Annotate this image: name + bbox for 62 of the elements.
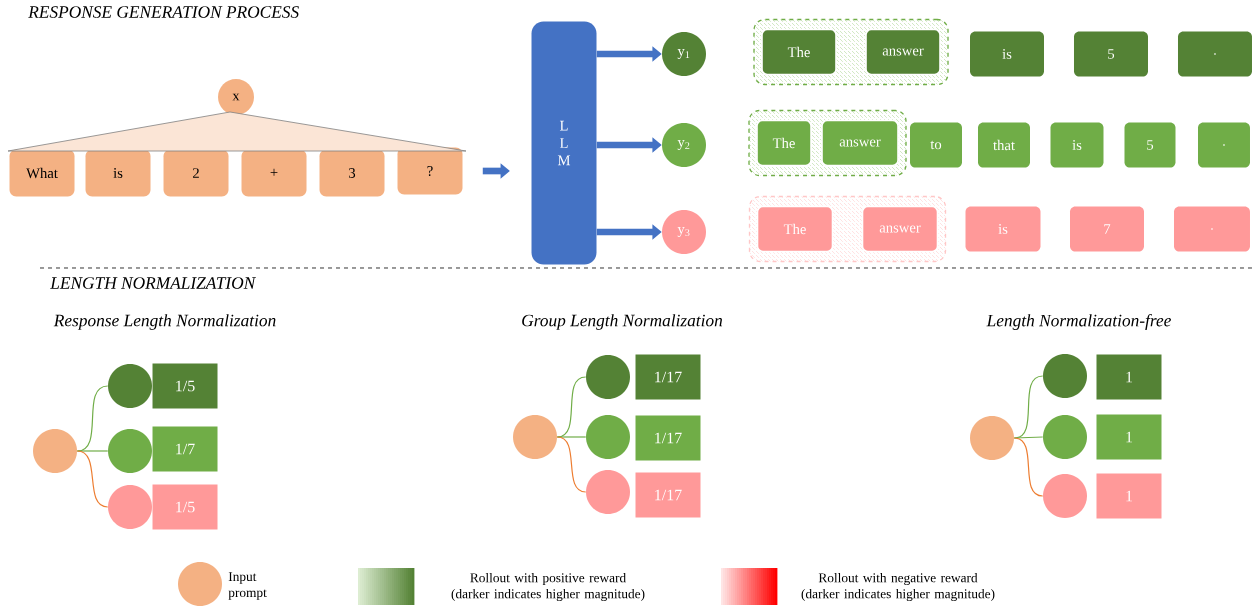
rollout-circle <box>586 355 630 399</box>
weight-box: 1/17 <box>635 415 701 461</box>
weight-box: 1/17 <box>635 472 701 518</box>
token-box: is <box>1050 122 1104 168</box>
token-box: is <box>965 206 1041 252</box>
token-group-box <box>748 195 947 263</box>
token-box: 5 <box>1074 31 1148 77</box>
token-box: What <box>9 149 75 197</box>
token-box: answer <box>861 205 939 253</box>
rollout-circle <box>1043 415 1087 459</box>
model-box: L L M <box>531 21 597 265</box>
rollout-circle <box>108 364 152 408</box>
token-box: to <box>910 122 962 168</box>
rollout-circle <box>586 470 630 514</box>
token-box: that <box>978 122 1030 168</box>
token-group-box <box>753 18 949 86</box>
rollout-circle <box>108 429 152 473</box>
span-triangle <box>7 111 467 152</box>
subheading: Group Length Normalization <box>522 314 723 330</box>
subheading: Response Length Normalization <box>53 314 276 330</box>
root-circle <box>33 429 77 473</box>
weight-box: 1 <box>1096 473 1162 519</box>
branch-line <box>556 436 587 438</box>
section-heading: RESPONSE GENERATION PROCESS <box>28 6 299 18</box>
token-box: The <box>756 119 812 167</box>
token-box: is <box>85 149 151 197</box>
subheading: Length Normalization-free <box>986 314 1171 330</box>
legend-label: Input prompt <box>228 572 267 600</box>
token-box: 7 <box>1070 206 1144 252</box>
rollout-circle <box>108 485 152 529</box>
rollout-circle <box>1043 474 1087 518</box>
token-box: 2 <box>163 149 229 197</box>
token-box: . <box>1198 122 1250 168</box>
weight-box: 1/17 <box>635 354 701 400</box>
weight-box: 1/7 <box>152 426 218 472</box>
section-heading: LENGTH NORMALIZATION <box>50 277 257 289</box>
token-group-box <box>748 109 907 177</box>
token-box: The <box>761 28 837 76</box>
weight-box: 1/5 <box>152 484 218 530</box>
token-box: . <box>1178 31 1252 77</box>
weight-box: 1 <box>1096 354 1162 400</box>
token-box: + <box>241 149 307 197</box>
branch-line <box>556 436 587 493</box>
rollout-circle <box>1043 354 1087 398</box>
token-box: . <box>1174 206 1250 252</box>
weight-box: 1/5 <box>152 363 218 409</box>
token-box: 5 <box>1124 122 1176 168</box>
branch-line <box>1013 436 1044 439</box>
token-box: is <box>970 31 1044 77</box>
token-box: The <box>756 205 834 253</box>
branch-line <box>76 450 109 452</box>
token-box: answer <box>865 28 941 76</box>
branch-line <box>76 450 109 508</box>
root-circle <box>513 415 557 459</box>
branch-line <box>1013 437 1044 497</box>
weight-box: 1 <box>1096 414 1162 460</box>
token-box: 3 <box>319 149 385 197</box>
rollout-circle <box>586 415 630 459</box>
legend-label: Rollout with negative reward (darker indicates higher magnitude) <box>801 572 995 602</box>
token-box: answer <box>821 119 899 167</box>
legend-label: Rollout with positive reward (darker indicates higher magnitude) <box>451 572 645 602</box>
root-circle <box>970 416 1014 460</box>
